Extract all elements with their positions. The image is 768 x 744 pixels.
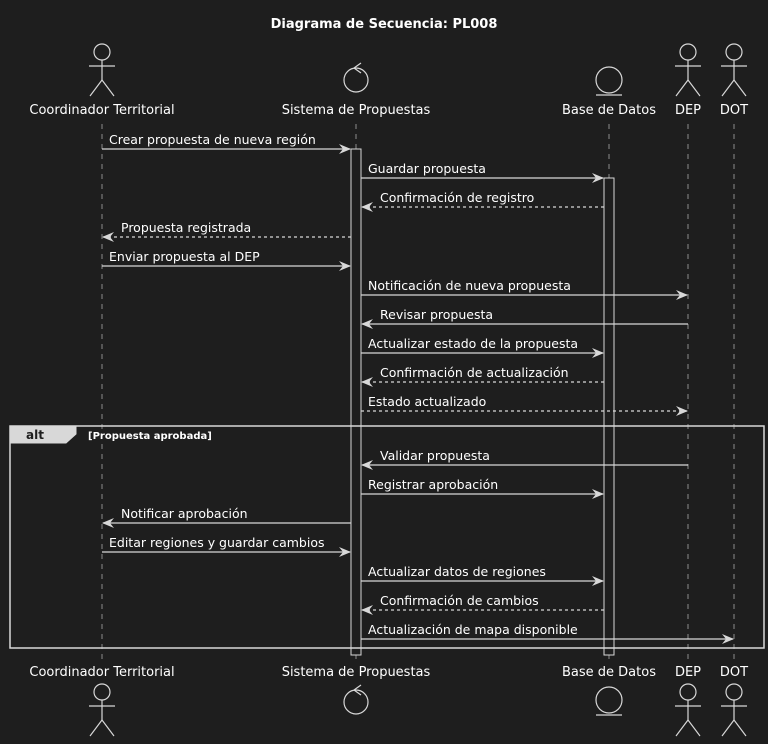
message: Confirmación de registro <box>361 190 604 212</box>
message-label: Notificación de nueva propuesta <box>368 278 571 293</box>
actor-icon <box>675 683 701 737</box>
entity-icon <box>595 66 623 96</box>
message: Actualizar estado de la propuesta <box>361 336 604 358</box>
message-label: Actualizar estado de la propuesta <box>368 336 578 351</box>
message-label: Notificar aprobación <box>121 506 248 521</box>
message-label: Editar regiones y guardar cambios <box>109 535 324 550</box>
alt-guard: [Propuesta aprobada] <box>88 431 212 442</box>
message-label: Estado actualizado <box>368 394 486 409</box>
alt-fragment <box>9 425 765 649</box>
message: Actualización de mapa disponible <box>361 622 734 644</box>
message: Registrar aprobación <box>361 477 604 499</box>
message-label: Confirmación de cambios <box>380 593 539 608</box>
diagram-title: Diagrama de Secuencia: PL008 <box>271 17 498 32</box>
actor-icon <box>721 683 747 737</box>
actor-icon <box>89 43 115 97</box>
actor-icon <box>675 43 701 97</box>
participant-label-bottom-sys: Sistema de Propuestas <box>282 665 431 680</box>
message-label: Validar propuesta <box>380 448 490 463</box>
activation-sys <box>350 148 362 656</box>
participant-label-dot: DOT <box>720 103 748 118</box>
participant-label-bottom-db: Base de Datos <box>562 665 656 680</box>
alt-fragment-tab <box>9 425 77 444</box>
message: Estado actualizado <box>361 394 688 416</box>
control-icon <box>343 62 369 93</box>
message: Editar regiones y guardar cambios <box>102 535 351 557</box>
message: Enviar propuesta al DEP <box>102 249 351 271</box>
message: Notificación de nueva propuesta <box>361 278 688 300</box>
message: Crear propuesta de nueva región <box>102 132 351 154</box>
message: Confirmación de cambios <box>361 593 604 615</box>
message: Validar propuesta <box>361 448 688 470</box>
message-label: Actualizar datos de regiones <box>368 564 546 579</box>
message: Confirmación de actualización <box>361 365 604 387</box>
participant-label-bottom-dep: DEP <box>675 665 701 680</box>
message-label: Guardar propuesta <box>368 161 486 176</box>
message-label: Crear propuesta de nueva región <box>109 132 316 147</box>
participant-label-db: Base de Datos <box>562 103 656 118</box>
message-label: Actualización de mapa disponible <box>368 622 578 637</box>
message: Notificar aprobación <box>102 506 351 528</box>
participant-label-dep: DEP <box>675 103 701 118</box>
actor-icon <box>721 43 747 97</box>
control-icon <box>343 684 369 715</box>
message: Guardar propuesta <box>361 161 604 183</box>
actor-icon <box>89 683 115 737</box>
message-label: Enviar propuesta al DEP <box>109 249 260 264</box>
message-label: Propuesta registrada <box>121 220 251 235</box>
activation-db <box>603 177 615 656</box>
message-label: Revisar propuesta <box>380 307 493 322</box>
message-label: Confirmación de registro <box>380 190 534 205</box>
participant-label-sys: Sistema de Propuestas <box>282 103 431 118</box>
alt-keyword: alt <box>26 428 44 442</box>
participant-label-bottom-coord: Coordinador Territorial <box>29 665 174 680</box>
participant-label-coord: Coordinador Territorial <box>29 103 174 118</box>
message-label: Registrar aprobación <box>368 477 498 492</box>
entity-icon <box>595 686 623 716</box>
message: Actualizar datos de regiones <box>361 564 604 586</box>
participant-label-bottom-dot: DOT <box>720 665 748 680</box>
message-label: Confirmación de actualización <box>380 365 569 380</box>
message: Revisar propuesta <box>361 307 688 329</box>
message: Propuesta registrada <box>102 220 351 242</box>
